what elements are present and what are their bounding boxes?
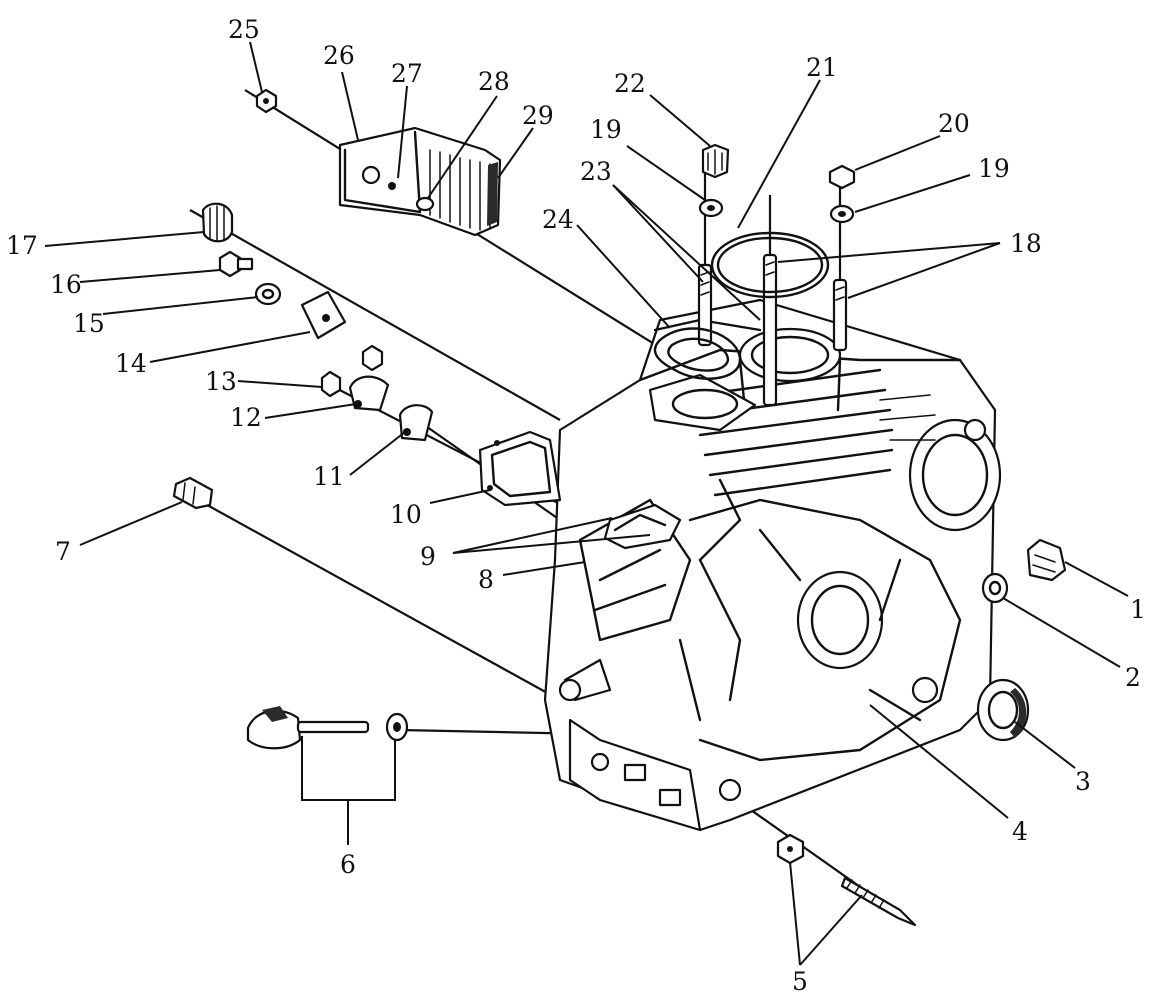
- part-label-27: 27: [391, 59, 423, 88]
- part-label-25: 25: [228, 15, 260, 44]
- crankcase-body: [543, 298, 1002, 832]
- part-label-14: 14: [115, 349, 147, 378]
- lower-stud-nut: [776, 833, 917, 927]
- part-label-18: 18: [1010, 229, 1042, 258]
- leader-lines: [44, 41, 1129, 966]
- part-label-1: 1: [1130, 595, 1146, 624]
- oil-seal: [976, 678, 1030, 742]
- breather-cover-assembly: [255, 88, 502, 237]
- part-label-12: 12: [230, 403, 262, 432]
- part-label-19a: 19: [590, 115, 622, 144]
- gasket-ring: [710, 231, 830, 299]
- part-label-13: 13: [205, 367, 237, 396]
- part-label-2: 2: [1125, 663, 1141, 692]
- part-label-9: 9: [420, 542, 436, 571]
- part-label-16: 16: [50, 270, 82, 299]
- part-label-15: 15: [73, 309, 105, 338]
- part-label-6: 6: [340, 850, 356, 879]
- part-label-3: 3: [1075, 767, 1091, 796]
- part-label-17: 17: [6, 231, 38, 260]
- part-label-26: 26: [323, 41, 355, 70]
- part-label-5: 5: [792, 967, 808, 996]
- part-label-19b: 19: [978, 154, 1010, 183]
- part-label-11: 11: [313, 462, 345, 491]
- drain-plug-assembly: [981, 538, 1067, 604]
- part-label-21: 21: [806, 53, 838, 82]
- part-label-7: 7: [55, 537, 71, 566]
- part-label-28: 28: [478, 67, 510, 96]
- part-label-29: 29: [522, 101, 554, 130]
- dipstick-assembly: [246, 706, 409, 750]
- part-label-22: 22: [614, 69, 646, 98]
- top-fasteners: [698, 143, 856, 224]
- part-label-10: 10: [390, 500, 422, 529]
- left-side-parts: [201, 202, 562, 507]
- part-number-labels: 1 2 3 4 5 6 7 8 9 10 11 12 13 14 15 16 1…: [6, 15, 1146, 996]
- o-ring-gaskets: [653, 327, 742, 380]
- part-label-4: 4: [1012, 817, 1028, 846]
- part-label-24: 24: [542, 205, 574, 234]
- part-label-8: 8: [478, 565, 494, 594]
- part-label-23: 23: [580, 157, 612, 186]
- part-label-20: 20: [938, 109, 970, 138]
